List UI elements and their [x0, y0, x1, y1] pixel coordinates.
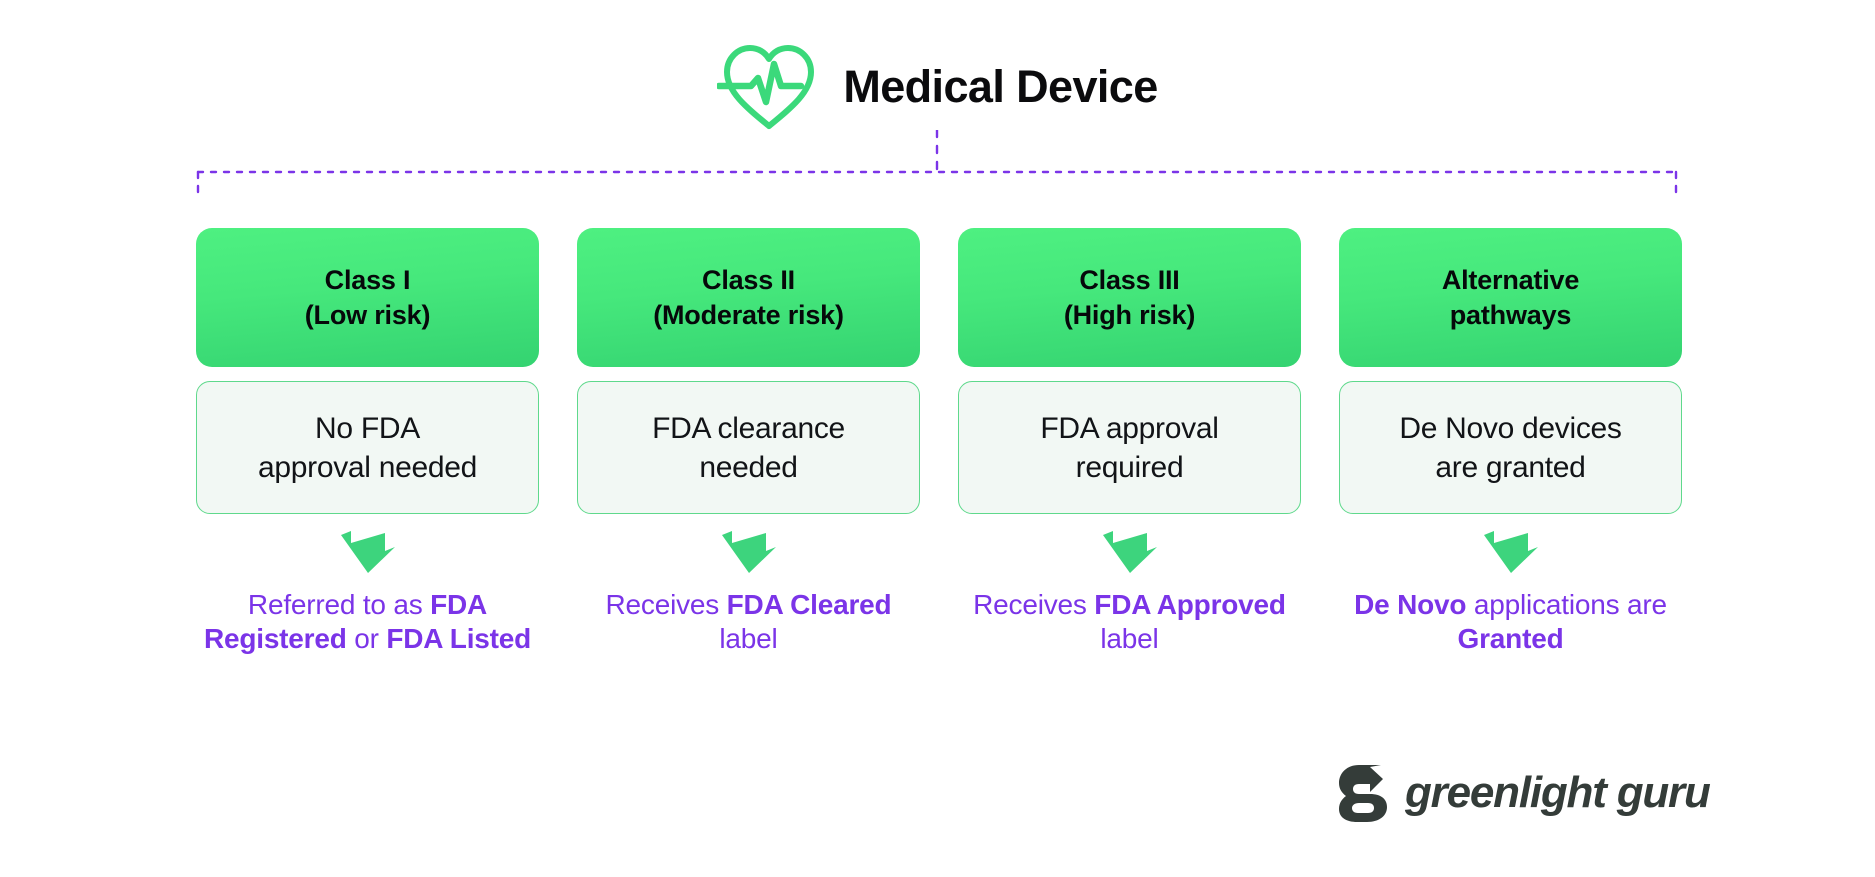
down-arrow-icon	[721, 531, 776, 573]
class-header-line-2: (High risk)	[1063, 299, 1196, 330]
outcome-text: De Novo applications are Granted	[1354, 589, 1667, 655]
class-body-card[interactable]: FDA clearance needed	[577, 381, 920, 514]
down-arrow-icon	[1483, 531, 1538, 573]
class-body-card[interactable]: De Novo devices are granted	[1339, 381, 1682, 514]
class-body-line-2: approval needed	[257, 450, 478, 484]
column-class-i: Class I (Low risk) No FDA approval neede…	[196, 228, 539, 656]
outcome-text: Receives FDA Approved label	[973, 589, 1286, 655]
class-body-card[interactable]: FDA approval required	[958, 381, 1301, 514]
class-header-card[interactable]: Class III (High risk)	[958, 228, 1301, 367]
class-header-line-1: Class II	[702, 265, 795, 296]
class-body-line-2: needed	[699, 450, 798, 484]
arrow-container	[337, 524, 399, 580]
logo-wordmark: greenlight guru	[1405, 768, 1711, 817]
outcome-text: Receives FDA Cleared label	[605, 589, 892, 655]
class-body-line-1: FDA approval	[1040, 411, 1219, 445]
class-body-line-1: FDA clearance	[652, 411, 845, 445]
arrow-container	[1099, 524, 1161, 580]
greenlight-guru-g-mark	[1339, 765, 1387, 822]
class-header-line-1: Alternative	[1441, 265, 1580, 296]
down-arrow-icon	[340, 531, 395, 573]
class-body-line-1: No FDA	[315, 411, 420, 445]
classification-columns: Class I (Low risk) No FDA approval neede…	[196, 228, 1682, 656]
column-class-ii: Class II (Moderate risk) FDA clearance n…	[577, 228, 920, 656]
class-header-line-2: (Low risk)	[304, 299, 431, 330]
arrow-container	[1480, 524, 1542, 580]
page-header: Medical Device	[0, 38, 1875, 134]
column-class-iii: Class III (High risk) FDA approval requi…	[958, 228, 1301, 656]
column-alternative-pathways: Alternative pathways De Novo devices are…	[1339, 228, 1682, 656]
class-header-card[interactable]: Class II (Moderate risk)	[577, 228, 920, 367]
class-header-line-1: Class III	[1079, 265, 1180, 296]
class-body-line-2: are granted	[1435, 450, 1586, 484]
class-header-line-1: Class I	[324, 265, 411, 296]
class-header-card[interactable]: Class I (Low risk)	[196, 228, 539, 367]
class-body-line-2: required	[1075, 450, 1184, 484]
connector-lines	[196, 130, 1678, 194]
heart-pulse-icon	[717, 45, 815, 129]
class-header-line-2: pathways	[1449, 299, 1572, 330]
outcome-text: Referred to as FDA Registered or FDA Lis…	[203, 589, 532, 655]
arrow-container	[718, 524, 780, 580]
class-body-card[interactable]: No FDA approval needed	[196, 381, 539, 514]
class-body-line-1: De Novo devices	[1399, 411, 1622, 445]
class-header-line-2: (Moderate risk)	[653, 299, 844, 330]
page-title: Medical Device	[843, 60, 1158, 112]
class-header-card[interactable]: Alternative pathways	[1339, 228, 1682, 367]
down-arrow-icon	[1102, 531, 1157, 573]
greenlight-guru-logo: greenlight guru	[1337, 762, 1711, 824]
